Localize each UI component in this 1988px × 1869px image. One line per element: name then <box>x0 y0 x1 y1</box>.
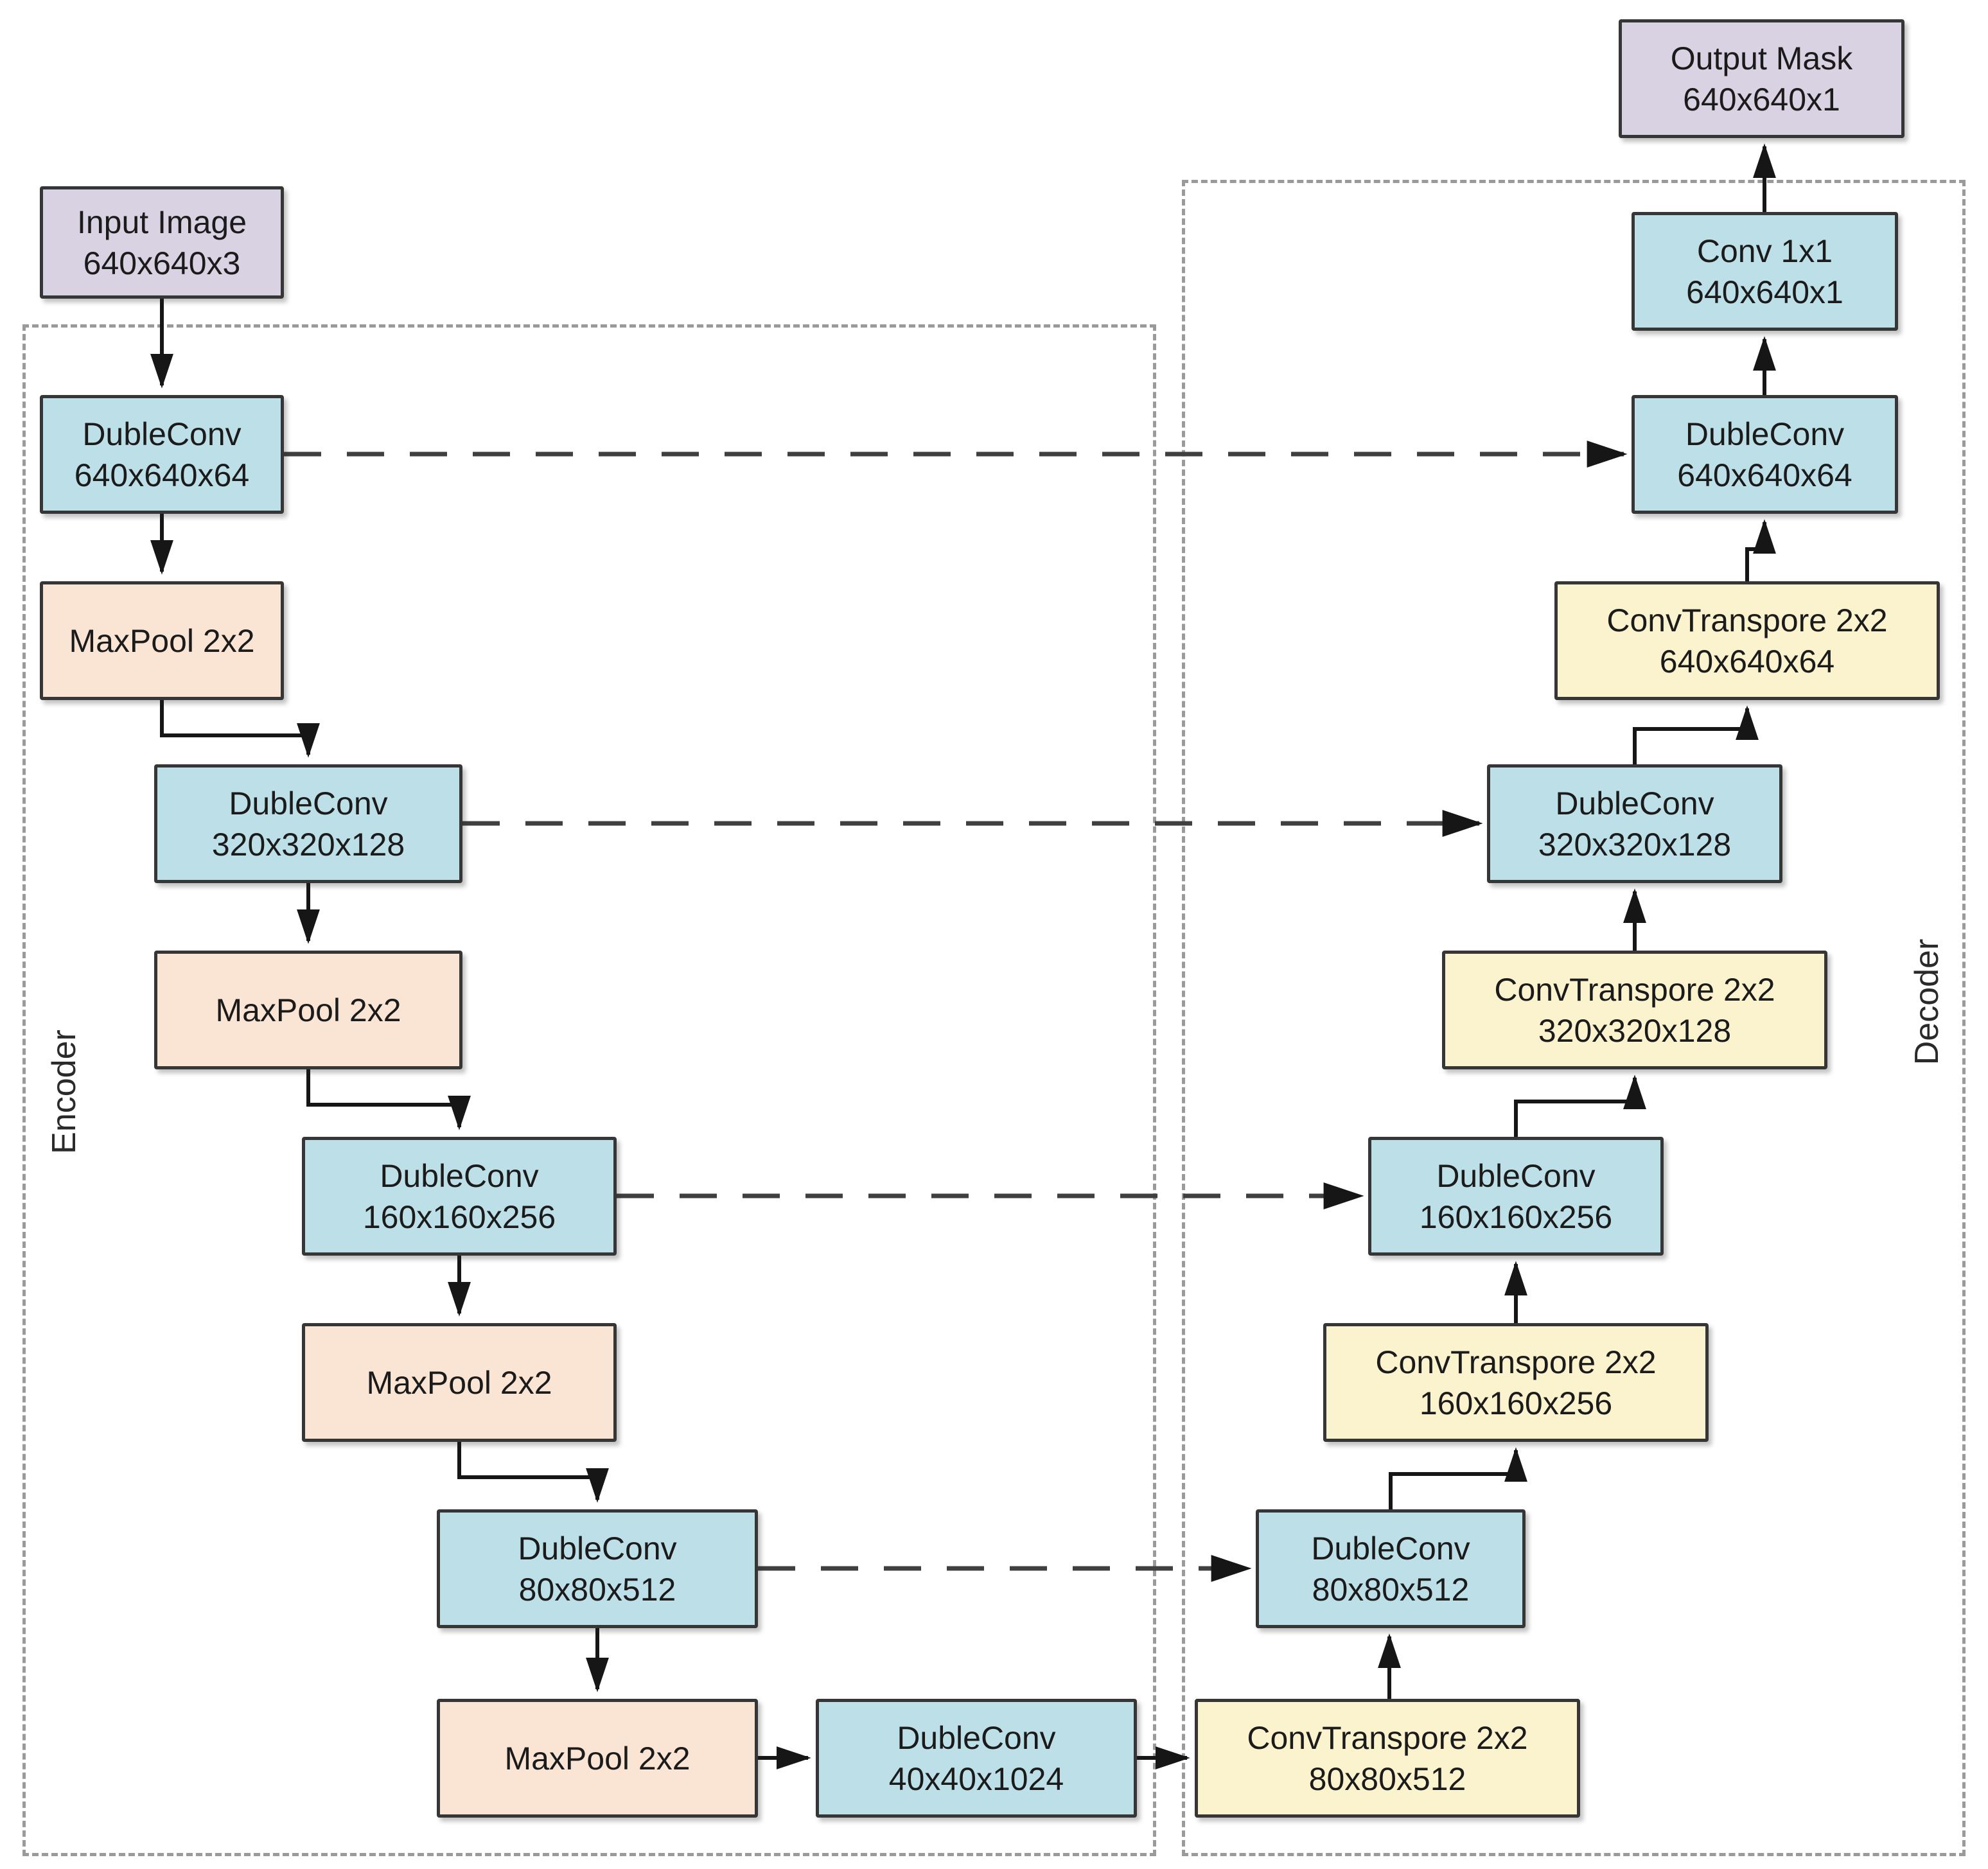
node-title: Conv 1x1 <box>1696 233 1833 269</box>
node-dims: 320x320x128 <box>1538 826 1732 863</box>
node-title: MaxPool 2x2 <box>69 622 255 659</box>
node-title: DubleConv <box>518 1530 677 1566</box>
node-dec-dubleconv-2: DubleConv 320x320x128 <box>1487 764 1782 883</box>
node-title: Output Mask <box>1670 40 1853 76</box>
node-dims: 320x320x128 <box>1538 1012 1732 1049</box>
encoder-label: Encoder <box>46 1030 83 1154</box>
node-enc-dubleconv-3: DubleConv 160x160x256 <box>302 1137 617 1256</box>
node-dims: 640x640x64 <box>1677 457 1852 493</box>
node-title: ConvTranspore 2x2 <box>1494 971 1775 1008</box>
node-dec-convtranspore-1: ConvTranspore 2x2 640x640x64 <box>1554 581 1940 700</box>
node-dec-dubleconv-1: DubleConv 640x640x64 <box>1632 395 1898 514</box>
node-dims: 160x160x256 <box>1419 1385 1613 1421</box>
node-dims: 640x640x1 <box>1683 81 1840 118</box>
node-enc-maxpool-1: MaxPool 2x2 <box>40 581 284 700</box>
arrow-maxpool-3-to-enc-dubleconv-4 <box>457 1442 609 1503</box>
node-dims: 40x40x1024 <box>888 1760 1064 1797</box>
node-title: DubleConv <box>1685 416 1845 452</box>
decoder-label: Decoder <box>1908 938 1946 1066</box>
node-dims: 80x80x512 <box>1312 1571 1470 1608</box>
node-enc-dubleconv-4: DubleConv 80x80x512 <box>437 1509 758 1628</box>
node-dims: 640x640x64 <box>74 457 250 493</box>
node-dec-convtranspore-4: ConvTranspore 2x2 80x80x512 <box>1195 1699 1580 1818</box>
node-dims: 160x160x256 <box>362 1198 556 1235</box>
node-title: DubleConv <box>1555 785 1714 821</box>
node-title: MaxPool 2x2 <box>215 992 401 1028</box>
node-dec-dubleconv-3: DubleConv 160x160x256 <box>1368 1137 1664 1256</box>
decoder-container <box>1182 180 1966 1856</box>
node-title: DubleConv <box>897 1719 1056 1756</box>
node-title: ConvTranspore 2x2 <box>1375 1344 1657 1380</box>
node-dims: 320x320x128 <box>211 826 405 863</box>
arrow-dec-dubleconv-2-to-dec-convtranspore-1 <box>1633 705 1759 764</box>
node-conv-1x1: Conv 1x1 640x640x1 <box>1632 212 1898 331</box>
node-title: DubleConv <box>229 785 388 821</box>
node-enc-dubleconv-1: DubleConv 640x640x64 <box>40 395 284 514</box>
node-dims: 80x80x512 <box>1308 1760 1466 1797</box>
node-title: Input Image <box>76 204 247 240</box>
node-enc-maxpool-2: MaxPool 2x2 <box>154 951 462 1069</box>
node-dec-convtranspore-3: ConvTranspore 2x2 160x160x256 <box>1323 1323 1709 1442</box>
node-dims: 80x80x512 <box>518 1571 676 1608</box>
node-title: DubleConv <box>380 1157 539 1194</box>
node-enc-maxpool-4: MaxPool 2x2 <box>437 1699 758 1818</box>
node-dims: 160x160x256 <box>1419 1198 1613 1235</box>
arrow-maxpool-1-to-enc-dubleconv-2 <box>160 700 320 758</box>
encoder-container <box>22 324 1156 1856</box>
node-input-image: Input Image 640x640x3 <box>40 186 284 299</box>
node-title: DubleConv <box>82 416 242 452</box>
node-enc-dubleconv-2: DubleConv 320x320x128 <box>154 764 462 883</box>
node-dims: 640x640x64 <box>1659 643 1835 680</box>
node-title: ConvTranspore 2x2 <box>1606 602 1888 638</box>
arrow-dec-dubleconv-4-to-dec-convtranspore-3 <box>1389 1447 1527 1509</box>
node-title: MaxPool 2x2 <box>366 1364 552 1401</box>
node-title: MaxPool 2x2 <box>504 1740 691 1777</box>
node-enc-maxpool-3: MaxPool 2x2 <box>302 1323 617 1442</box>
node-title: DubleConv <box>1311 1530 1470 1566</box>
node-title: DubleConv <box>1436 1157 1596 1194</box>
arrow-dec-convtranspore-1-to-dec-dubleconv-1 <box>1745 519 1776 581</box>
arrow-dec-dubleconv-3-to-dec-convtranspore-2 <box>1514 1075 1646 1137</box>
node-dims: 640x640x3 <box>83 245 241 281</box>
node-title: ConvTranspore 2x2 <box>1247 1719 1528 1756</box>
node-dims: 640x640x1 <box>1686 274 1843 310</box>
node-dec-convtranspore-2: ConvTranspore 2x2 320x320x128 <box>1442 951 1827 1069</box>
node-dec-dubleconv-4: DubleConv 80x80x512 <box>1256 1509 1526 1628</box>
arrow-maxpool-2-to-enc-dubleconv-3 <box>306 1069 471 1130</box>
node-output-mask: Output Mask 640x640x1 <box>1619 19 1904 138</box>
node-bottleneck-dubleconv: DubleConv 40x40x1024 <box>816 1699 1137 1818</box>
